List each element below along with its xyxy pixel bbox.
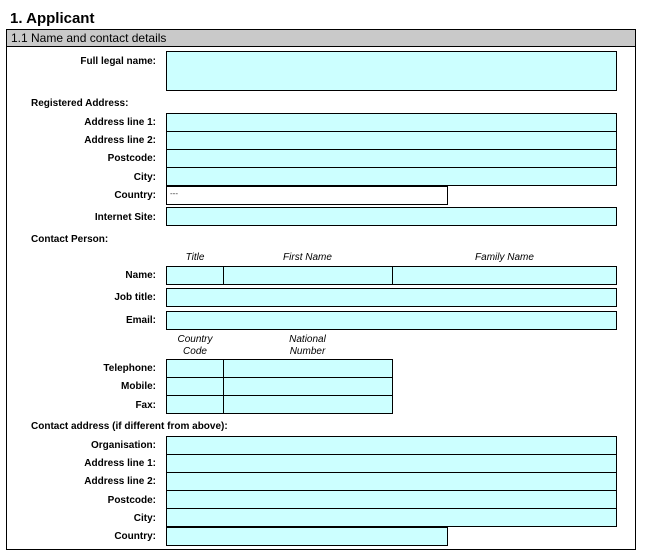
subsection-header: 1.1 Name and contact details	[6, 29, 636, 47]
mobile-country-code-input[interactable]	[166, 377, 224, 396]
subsection-title: 1.1 Name and contact details	[11, 31, 167, 45]
email-input[interactable]	[166, 311, 617, 330]
country-select[interactable]: ---	[166, 186, 448, 205]
contact-address-heading: Contact address (if different from above…	[31, 421, 228, 432]
first-name-input[interactable]	[224, 267, 391, 284]
name-title-input[interactable]	[167, 267, 222, 284]
title-column-header: Title	[185, 252, 205, 263]
contact-postcode-label: Postcode:	[107, 495, 156, 506]
telephone-label: Telephone:	[103, 363, 156, 374]
contact-country-select[interactable]	[166, 527, 448, 546]
contact-address-line-2-input[interactable]	[166, 472, 617, 491]
internet-site-input[interactable]	[166, 207, 617, 226]
email-label: Email:	[125, 315, 156, 326]
address-line-2-input[interactable]	[166, 131, 617, 150]
organisation-input[interactable]	[166, 436, 617, 455]
country-value: ---	[170, 189, 178, 198]
contact-country-label: Country:	[114, 531, 156, 542]
contact-city-input[interactable]	[166, 508, 617, 527]
country-label: Country:	[114, 190, 156, 201]
telephone-number-input[interactable]	[223, 359, 393, 378]
address-line-2-label: Address line 2:	[84, 135, 156, 146]
organisation-label: Organisation:	[90, 440, 156, 451]
fax-label: Fax:	[135, 400, 156, 411]
internet-site-label: Internet Site:	[94, 212, 156, 223]
country-code-header-line2: Code	[183, 346, 207, 357]
contact-postcode-input[interactable]	[166, 490, 617, 509]
country-code-column-header: Country Code	[166, 334, 224, 358]
telephone-country-code-input[interactable]	[166, 359, 224, 378]
contact-city-label: City:	[133, 513, 156, 524]
job-title-input[interactable]	[166, 288, 617, 307]
family-name-input[interactable]	[393, 267, 616, 284]
contact-address-line-2-label: Address line 2:	[84, 476, 156, 487]
mobile-number-input[interactable]	[223, 377, 393, 396]
job-title-label: Job title:	[114, 292, 156, 303]
address-line-1-label: Address line 1:	[84, 117, 156, 128]
national-number-header-line2: Number	[289, 346, 326, 357]
postcode-input[interactable]	[166, 149, 617, 168]
name-divider	[392, 267, 393, 284]
name-divider	[223, 267, 224, 284]
form-frame	[6, 47, 636, 550]
national-number-column-header: National Number	[223, 334, 392, 358]
family-name-column-header: Family Name	[475, 252, 534, 263]
full-legal-name-label: Full legal name:	[80, 56, 156, 67]
national-number-header-line1: National	[289, 334, 326, 345]
postcode-label: Postcode:	[107, 153, 156, 164]
city-label: City:	[133, 172, 156, 183]
name-label: Name:	[125, 270, 156, 281]
section-title: 1. Applicant	[10, 10, 95, 27]
name-row	[166, 266, 617, 285]
fax-country-code-input[interactable]	[166, 395, 224, 414]
mobile-label: Mobile:	[121, 381, 156, 392]
contact-address-line-1-input[interactable]	[166, 454, 617, 473]
fax-number-input[interactable]	[223, 395, 393, 414]
address-line-1-input[interactable]	[166, 113, 617, 132]
first-name-column-header: First Name	[283, 252, 332, 263]
country-code-header-line1: Country	[177, 334, 213, 345]
contact-person-heading: Contact Person:	[31, 234, 109, 245]
contact-address-line-1-label: Address line 1:	[84, 458, 156, 469]
city-input[interactable]	[166, 167, 617, 186]
full-legal-name-input[interactable]	[166, 51, 617, 91]
registered-address-heading: Registered Address:	[31, 98, 129, 109]
